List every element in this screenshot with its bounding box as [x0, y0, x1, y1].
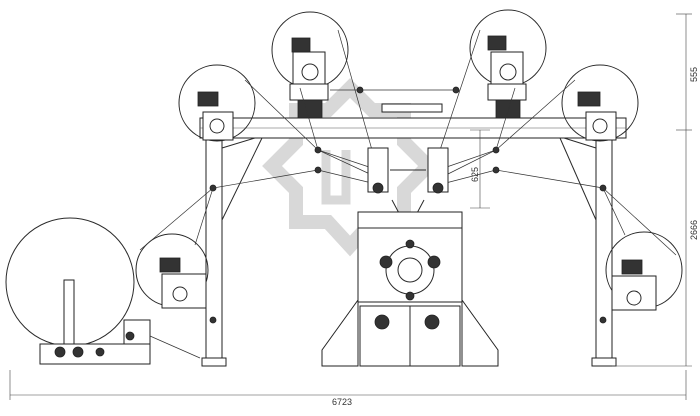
laminating-unit: [321, 147, 499, 367]
web-paths: [139, 29, 677, 256]
gantry-frame: [199, 103, 627, 367]
unwind-roll-low-right: [605, 231, 683, 311]
unwind-roll-top-left: [271, 11, 349, 119]
unwind-roll-top-right: [469, 9, 547, 119]
dimension-total-width: 6723: [332, 397, 352, 407]
unwind-roll-low-left: [135, 233, 209, 309]
dimension-top-height: 555: [689, 67, 699, 82]
dimension-lines: [9, 13, 692, 400]
dimension-total-height: 2666: [689, 220, 699, 240]
rewinder: [5, 217, 201, 365]
unwind-roll-mid-right: [561, 64, 639, 142]
unwind-roll-mid-left: [178, 64, 256, 142]
dimension-center-height: 625: [470, 167, 480, 182]
